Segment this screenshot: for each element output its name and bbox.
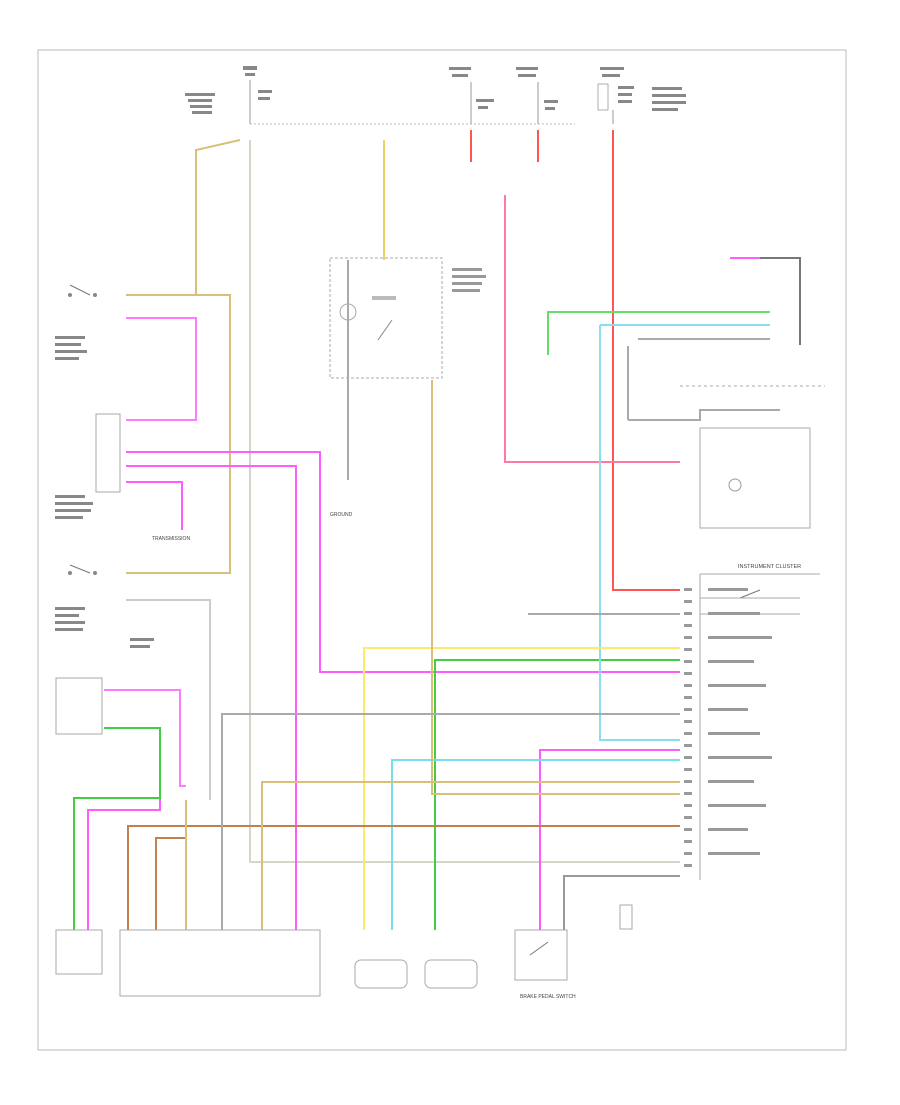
cluster-pin-mark: [684, 792, 692, 795]
cluster-pin-desc: [708, 588, 748, 591]
wire-magenta-short: [126, 481, 183, 530]
wire-pink-long: [504, 195, 680, 463]
cluster-pin-desc: [708, 780, 754, 783]
bottom-components: [55, 904, 633, 997]
wire-magenta-bus-2: [126, 465, 297, 930]
wire-black-top-right: [760, 257, 801, 345]
cluster-pin-mark: [684, 840, 692, 843]
left-switches: [55, 284, 154, 648]
cluster-pin-desc: [708, 612, 760, 615]
cluster-pin-desc: [708, 756, 772, 759]
cluster-pin-desc: [708, 852, 760, 855]
cluster-pin-desc: [708, 660, 754, 663]
wire-brown-ecm-1: [127, 825, 680, 930]
wire-gray-3: [563, 875, 680, 930]
cluster-pin-mark: [684, 756, 692, 759]
cluster-pin-mark: [684, 744, 692, 747]
top-fuse-labels: [185, 66, 686, 114]
wire-magenta-tcm: [87, 790, 161, 930]
wire-cyan-3: [391, 759, 680, 930]
wire-gray-2: [126, 599, 211, 800]
wire-tan-stoplamp: [126, 139, 241, 296]
cluster-pin-mark: [684, 768, 692, 771]
cluster-pin-mark: [684, 828, 692, 831]
cluster-pin-mark: [684, 660, 692, 663]
ground-label: GROUND: [330, 512, 353, 518]
cluster-pin-mark: [684, 816, 692, 819]
cluster-pin-mark: [684, 624, 692, 627]
fuse-drops: [249, 80, 614, 124]
cluster-pin-mark: [684, 684, 692, 687]
cluster-pin-mark: [684, 804, 692, 807]
wire-gray-main: [249, 140, 680, 863]
cluster-pin-mark: [684, 852, 692, 855]
cluster-pin-mark: [684, 648, 692, 651]
wire-yellow-lf: [363, 647, 680, 930]
transmission-label: TRANSMISSION: [152, 536, 190, 542]
right-module-lamp: [728, 478, 742, 492]
cluster-pin-mark: [684, 672, 692, 675]
wire-cyan-2: [599, 325, 680, 741]
cluster-pin-mark: [684, 708, 692, 711]
right-module-box: [699, 427, 811, 529]
wire-green-tcm: [73, 727, 161, 930]
left-connector: [95, 413, 121, 493]
cluster-pin-mark: [684, 600, 692, 603]
cluster-pin-mark: [684, 612, 692, 615]
relay-box: [329, 257, 486, 379]
wire-magenta-stoplamp: [126, 317, 197, 421]
wire-gray-right-2: [628, 409, 780, 421]
cluster-pin-desc: [708, 804, 766, 807]
wire-magenta-ecm: [104, 689, 186, 787]
diagram-border: [37, 49, 847, 1051]
cluster-pin-labels: [684, 588, 772, 867]
wire-brown-ecm-2: [155, 837, 186, 930]
wire-tan-to-clutch: [126, 294, 231, 574]
cluster-pin-mark: [684, 780, 692, 783]
wire-green-cluster: [434, 659, 680, 930]
cluster-pin-mark: [684, 636, 692, 639]
wire-magenta-bus-1: [126, 451, 680, 673]
cluster-pin-mark: [684, 588, 692, 591]
tcm-box: [55, 677, 103, 735]
cluster-pin-mark: [684, 696, 692, 699]
cluster-pin-desc: [708, 828, 748, 831]
cluster-pin-mark: [684, 732, 692, 735]
cluster-pin-desc: [708, 684, 766, 687]
wire-magenta-brake: [539, 749, 680, 930]
wire-tan-ecm-2: [261, 781, 680, 930]
wire-gray-ecm: [221, 713, 680, 930]
cluster-pin-mark: [684, 720, 692, 723]
instrument-cluster: INSTRUMENT CLUSTER: [699, 564, 820, 880]
cluster-label: INSTRUMENT CLUSTER: [738, 564, 801, 570]
wire-green-tc: [547, 311, 770, 355]
cluster-pin-desc: [708, 636, 772, 639]
cluster-pin-desc: [708, 708, 748, 711]
cluster-pin-desc: [708, 732, 760, 735]
wire-red-cluster: [612, 130, 680, 591]
brake-pedal-switch-label: BRAKE PEDAL SWITCH: [520, 994, 576, 1000]
cluster-pin-mark: [684, 864, 692, 867]
wire-tan-relay: [431, 380, 680, 795]
